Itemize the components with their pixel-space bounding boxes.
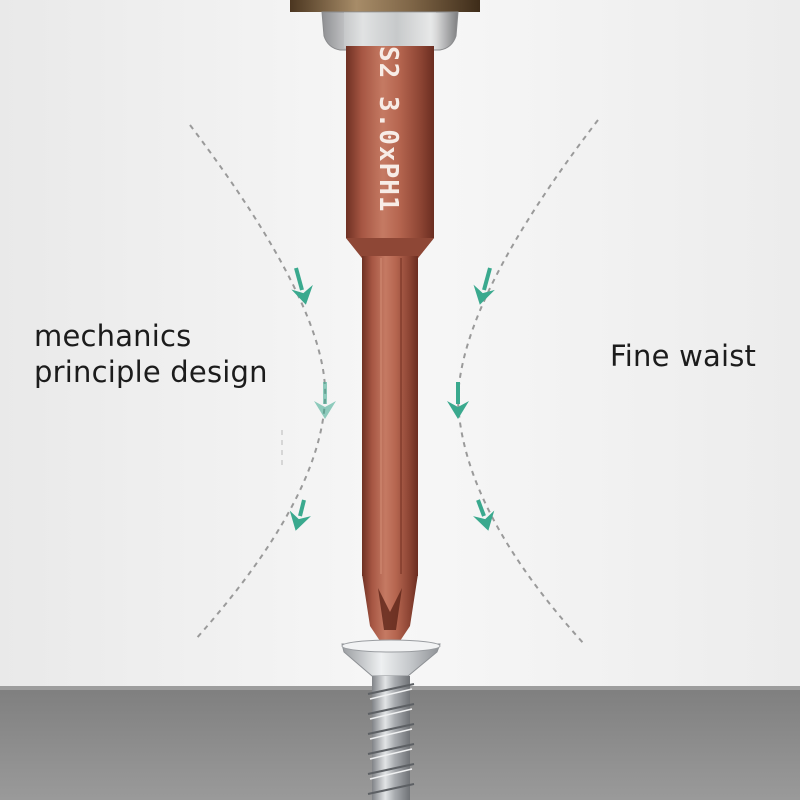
caption-line: mechanics <box>34 319 192 353</box>
caption-mechanics-principle: mechanics principle design <box>34 318 268 390</box>
hex-collar-band <box>344 12 436 48</box>
arrow-down-icon <box>314 382 336 419</box>
hex-collar <box>321 11 459 51</box>
phillips-flute <box>378 588 402 630</box>
screw-threads <box>367 683 415 795</box>
arrow-down-icon <box>285 499 311 534</box>
arrow-down-icon <box>469 267 495 308</box>
caption-fine-waist: Fine waist <box>610 339 757 373</box>
caption-line: principle design <box>34 355 268 389</box>
screw-thread-highlights <box>369 688 413 780</box>
arrow-down-icon <box>473 499 499 534</box>
arrow-down-icon <box>291 267 317 308</box>
right-flow-lines <box>456 119 599 646</box>
driver-shaft-lower <box>362 256 418 576</box>
screw-head-top <box>341 639 441 653</box>
driver-handle <box>290 0 480 12</box>
shaft-taper <box>346 238 434 258</box>
driver-shaft-upper <box>346 46 434 258</box>
phillips-tip <box>362 574 418 644</box>
arrow-down-icon <box>447 382 469 419</box>
